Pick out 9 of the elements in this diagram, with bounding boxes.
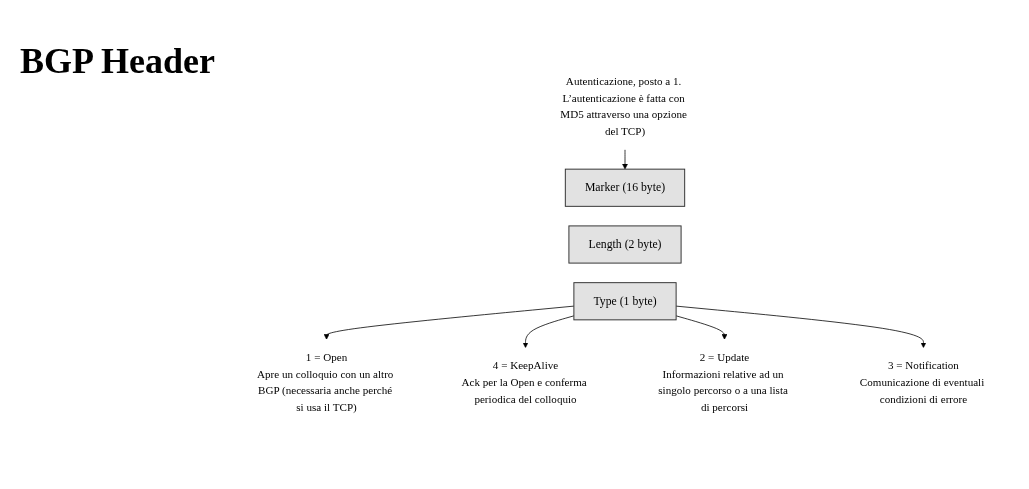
node-box: Marker (16 byte) <box>564 168 686 207</box>
diagram-title: BGP Header <box>20 40 215 82</box>
node-text: 3 = Notification Comunicazione di eventuali condizioni di errore <box>859 359 985 406</box>
node-text: Autenticazione, posto a 1. L’autenticazione è fatta con MD5 attraverso una opzione del TCP) <box>560 75 687 138</box>
node-box: Type (1 byte) <box>573 282 677 321</box>
node-text: 1 = Open Apre un colloquio con un altro BGP (necessaria anche perché si usa il TCP) <box>256 351 394 414</box>
node-text: 2 = Update Informazioni relative ad un singolo percorso o a una lista di percorsi <box>658 351 788 414</box>
node-box: Length (2 byte) <box>568 225 682 264</box>
node-text: 4 = KeepAlive Ack per la Open e conferma periodica del colloquio <box>461 359 587 406</box>
